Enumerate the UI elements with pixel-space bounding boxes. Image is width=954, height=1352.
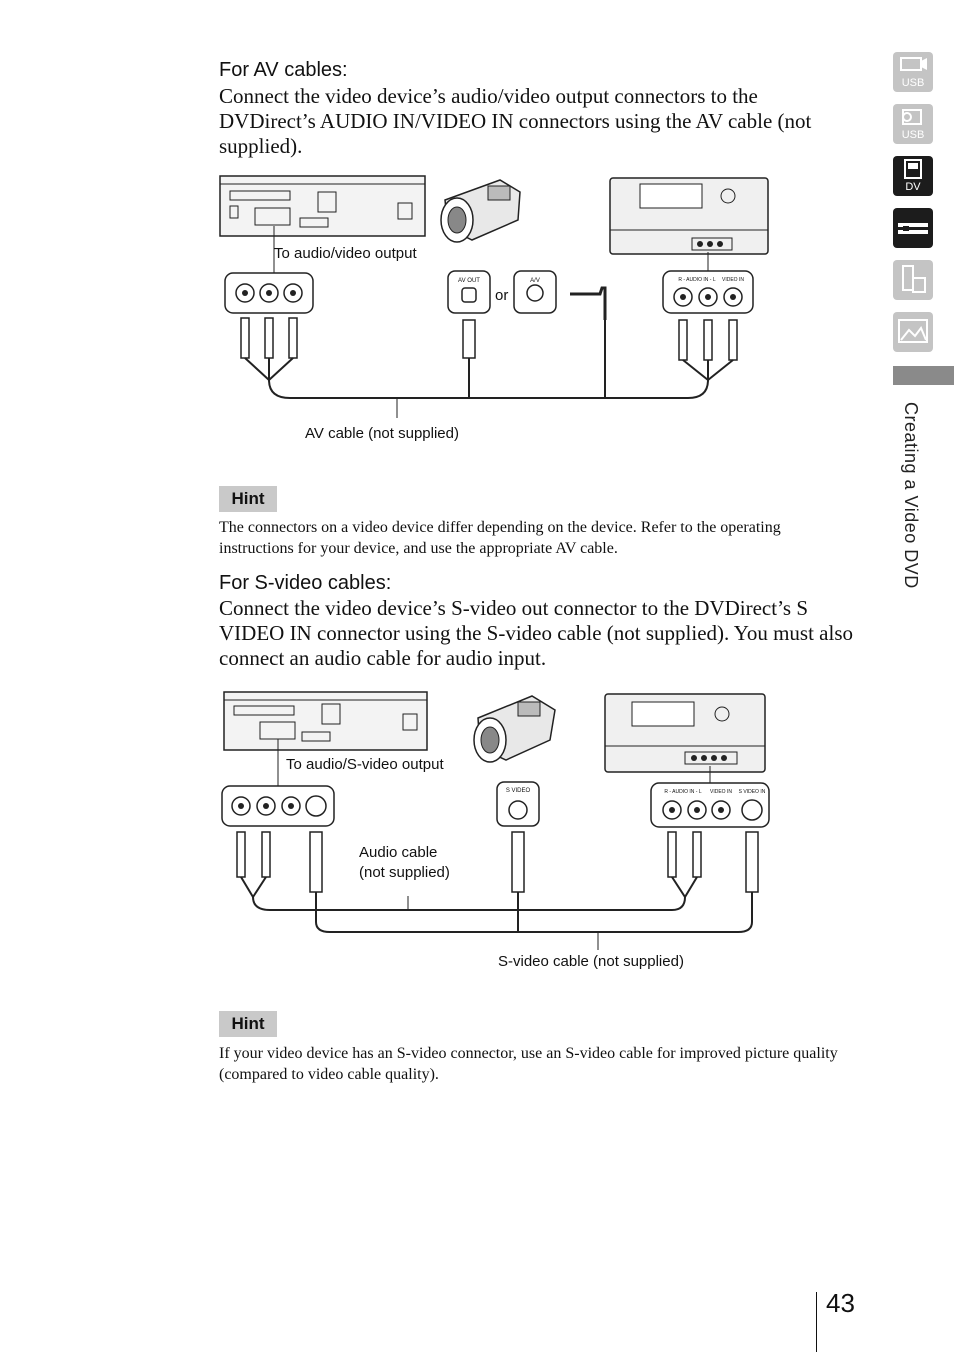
svideo-cable-label: S-video cable (not supplied) [498, 953, 684, 970]
page-number-rule [816, 1292, 817, 1352]
memory-card-icon [902, 265, 926, 293]
camcorder-svideo-jack: S VIDEO [496, 781, 540, 827]
picture-icon [898, 319, 928, 343]
dv-tab[interactable]: DV [893, 156, 933, 196]
camcorder-device [440, 179, 521, 243]
card-tab[interactable] [893, 260, 933, 300]
svg-text:VIDEO IN: VIDEO IN [710, 789, 732, 795]
av-cable [244, 320, 734, 399]
svideo-output-label: To audio/S-video output [286, 756, 444, 773]
dvd-recorder-icon [898, 223, 928, 234]
svg-text:S VIDEO IN: S VIDEO IN [739, 789, 766, 795]
usb-tab-label: USB [901, 129, 925, 141]
dv-camcorder-icon [904, 159, 922, 179]
av-output-label: To audio/video output [274, 245, 417, 262]
svg-text:S VIDEO: S VIDEO [506, 788, 531, 794]
usb-tab-1[interactable]: USB [893, 52, 933, 92]
hint-text: The connectors on a video device differ … [219, 519, 781, 557]
av-instructions: Connect the video device’s audio/video o… [219, 84, 812, 158]
camcorder-icon [902, 109, 922, 125]
svg-text:R - AUDIO IN - L: R - AUDIO IN - L [664, 789, 701, 795]
dvdirect-device [604, 693, 766, 773]
av-jack: A/V [513, 270, 557, 314]
svideo-plugs [236, 831, 759, 893]
svideo-heading: For S-video cables: [219, 572, 392, 594]
camcorder-icon [900, 57, 927, 71]
hint-text: If your video device has an S-video conn… [219, 1045, 838, 1083]
hint-label: Hint [219, 1011, 277, 1037]
usb-tab-2[interactable]: USB [893, 104, 933, 144]
vcr-jack-panel [224, 272, 314, 314]
dv-tab-label: DV [905, 181, 921, 193]
dvdirect-jack-panel: R - AUDIO IN - L VIDEO IN [662, 270, 754, 314]
svideo-cables [240, 876, 753, 933]
hint-label: Hint [219, 486, 277, 512]
section-title: Creating a Video DVD [901, 402, 921, 589]
svg-text:A/V: A/V [530, 278, 540, 284]
camcorder-device [473, 695, 556, 763]
audio-cable-label-note: (not supplied) [359, 864, 450, 881]
dvdirect-device [609, 177, 769, 255]
section-marker-bar [893, 366, 954, 385]
usb-tab-label: USB [901, 77, 925, 89]
page-number: 43 [826, 1288, 855, 1318]
svg-text:AV OUT: AV OUT [458, 278, 480, 284]
av-cable-label: AV cable (not supplied) [305, 425, 459, 442]
svg-text:R - AUDIO IN - L: R - AUDIO IN - L [678, 277, 715, 283]
vcr-device [223, 691, 428, 751]
svideo-connection-diagram: To audio/S-video output S VIDEO R - AUDI… [221, 691, 770, 970]
dvd-recorder-tab[interactable] [893, 208, 933, 248]
av-out-jack: AV OUT [447, 270, 491, 314]
svideo-instructions: Connect the video device’s S-video out c… [219, 596, 853, 670]
svg-text:VIDEO IN: VIDEO IN [722, 277, 744, 283]
photo-tab[interactable] [893, 312, 933, 352]
audio-cable-label: Audio cable [359, 844, 437, 861]
dvdirect-jack-panel: R - AUDIO IN - L VIDEO IN S VIDEO IN [650, 782, 770, 828]
av-plugs [240, 317, 738, 361]
av-heading: For AV cables: [219, 59, 348, 81]
or-label: or [495, 287, 508, 304]
vcr-jack-panel [221, 785, 335, 827]
av-connection-diagram: To audio/video output AV OUT or A/V [219, 175, 769, 442]
vcr-device [219, 175, 426, 237]
